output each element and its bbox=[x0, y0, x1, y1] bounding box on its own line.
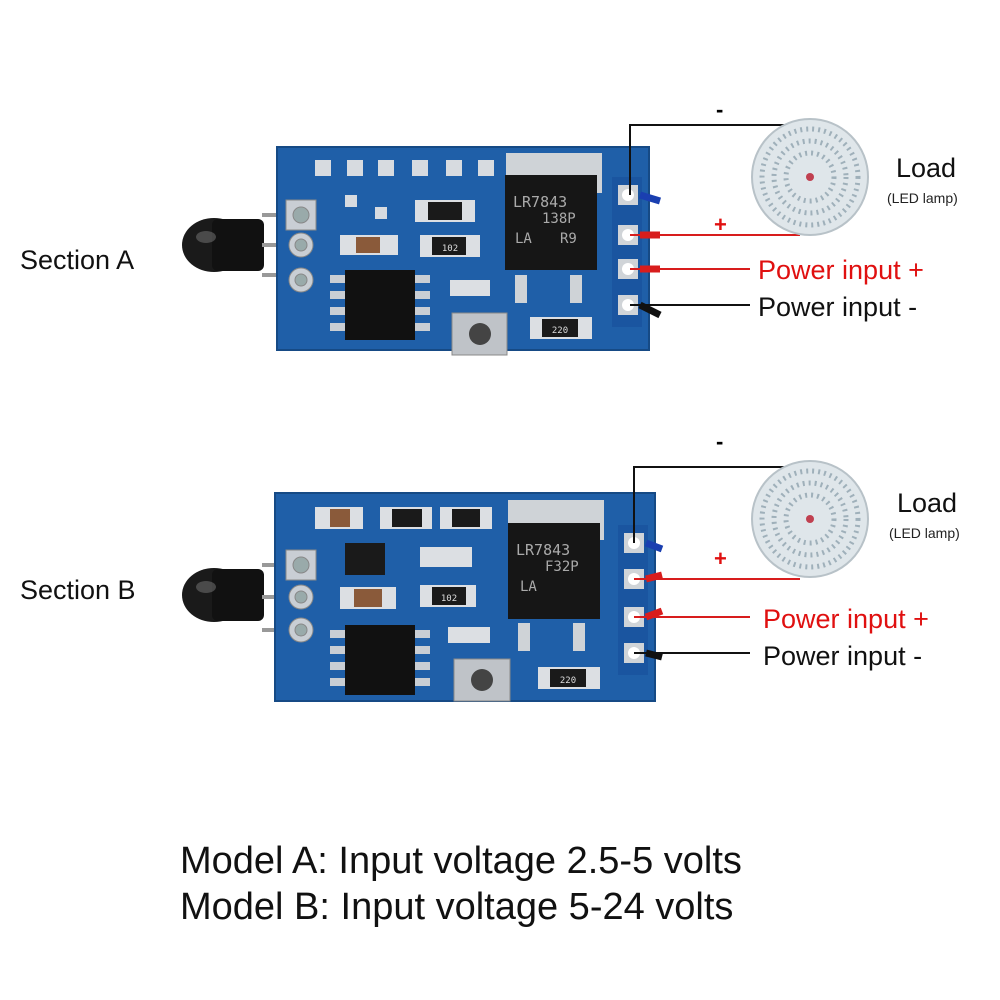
resistor-102: 102 bbox=[420, 235, 480, 257]
load-subtitle: (LED lamp) bbox=[889, 525, 960, 541]
chip-code-3: R9 bbox=[560, 231, 577, 247]
chip-code-2: LA bbox=[520, 579, 537, 595]
section-label: Section B bbox=[20, 575, 136, 605]
ir-sensor bbox=[182, 213, 300, 277]
resistor-capacitor bbox=[340, 235, 398, 255]
chip-label: LR7843 bbox=[516, 541, 570, 559]
load-title: Load bbox=[896, 153, 957, 183]
module-diagram-a: 102 LR7843 138P LA R9 bbox=[182, 118, 869, 356]
resistor-102: 102 bbox=[340, 585, 476, 609]
led-indicator bbox=[448, 627, 490, 643]
led-lamp bbox=[751, 118, 869, 236]
resistor-code-2: 220 bbox=[560, 676, 576, 686]
smd-pads bbox=[315, 160, 494, 219]
connection-lines bbox=[633, 466, 800, 654]
terminal-pads bbox=[618, 525, 648, 675]
chip-code-2: LA bbox=[515, 231, 532, 247]
pin-minus-label: - bbox=[716, 429, 724, 454]
chip-code-1: 138P bbox=[542, 211, 576, 227]
power-input-plus: Power input + bbox=[758, 255, 924, 285]
resistor-code-1: 102 bbox=[441, 594, 457, 604]
push-button bbox=[453, 658, 511, 702]
push-button bbox=[451, 312, 508, 356]
mosfet-chip: LR7843 F32P LA bbox=[508, 500, 604, 651]
model-b-note: Model B: Input voltage 5-24 volts bbox=[180, 886, 734, 928]
mosfet-chip: LR7843 138P LA R9 bbox=[505, 153, 602, 303]
led-lamp bbox=[751, 460, 869, 578]
power-input-minus: Power input - bbox=[758, 292, 918, 322]
diode bbox=[345, 543, 472, 575]
section-b: 102 LR7843 F32P LA bbox=[0, 425, 1000, 755]
load-subtitle: (LED lamp) bbox=[887, 190, 958, 206]
chip-code-1: F32P bbox=[545, 559, 579, 575]
power-input-plus: Power input + bbox=[763, 604, 929, 634]
led-indicator bbox=[450, 280, 490, 296]
ic-chip bbox=[330, 270, 430, 340]
diode bbox=[415, 200, 475, 222]
sensor-pins bbox=[285, 199, 317, 293]
chip-label: LR7843 bbox=[513, 193, 567, 211]
resistor-code-1: 102 bbox=[442, 244, 458, 254]
resistor-capacitor bbox=[315, 507, 492, 529]
pin-plus-label: + bbox=[714, 212, 727, 237]
section-label: Section A bbox=[20, 245, 135, 275]
resistor-220: 220 bbox=[538, 667, 600, 689]
resistor-220: 220 bbox=[530, 317, 592, 339]
voltage-notes: Model A: Input voltage 2.5-5 volts Model… bbox=[180, 838, 742, 930]
connection-lines bbox=[629, 124, 800, 306]
pin-minus-label: - bbox=[716, 97, 724, 122]
model-a-note: Model A: Input voltage 2.5-5 volts bbox=[180, 840, 742, 882]
pin-plus-label: + bbox=[714, 546, 727, 571]
sensor-pins bbox=[285, 549, 317, 643]
ic-chip bbox=[330, 625, 430, 695]
resistor-code-2: 220 bbox=[552, 326, 568, 336]
module-diagram-b: 102 LR7843 F32P LA bbox=[182, 460, 869, 702]
section-a: 102 LR7843 138P LA R9 bbox=[0, 95, 1000, 425]
power-input-minus: Power input - bbox=[763, 641, 923, 671]
load-title: Load bbox=[897, 488, 958, 518]
ir-sensor bbox=[182, 563, 300, 632]
terminal-pads bbox=[612, 177, 642, 327]
